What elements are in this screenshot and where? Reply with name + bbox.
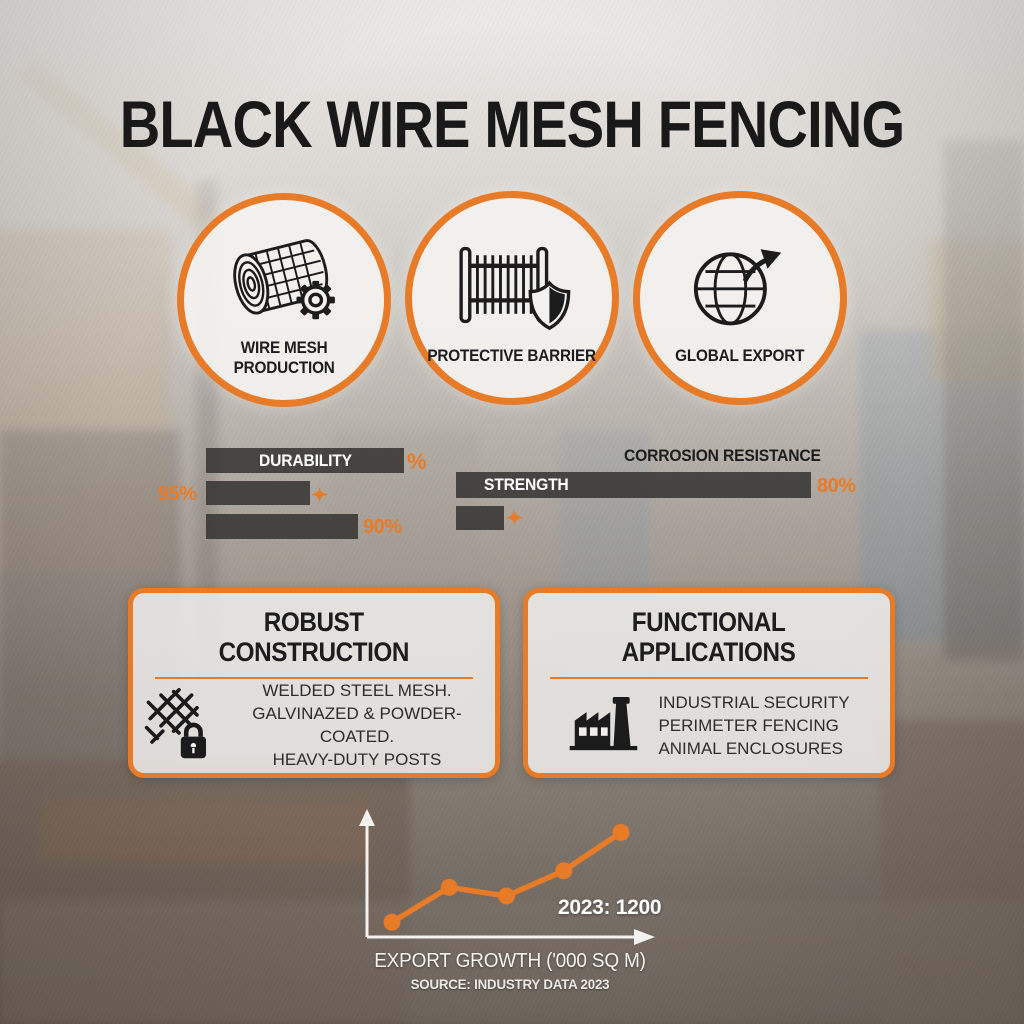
feature-label: PROTECTIVE BARRIER <box>427 345 597 365</box>
strength-value-80: 80% <box>817 475 856 497</box>
chart-x-axis-label: EXPORT GROWTH ('000 SQ M) <box>374 950 646 972</box>
globe-export-arrow-icon <box>676 237 804 338</box>
card-text: INDUSTRIAL SECURITY PERIMETER FENCING AN… <box>658 692 850 758</box>
feature-circle-wire-mesh-production: WIRE MESH PRODUCTION <box>177 193 391 407</box>
sparkle-icon <box>311 486 328 503</box>
chart-source-note: SOURCE: INDUSTRY DATA 2023 <box>410 976 610 992</box>
card-functional-applications: FUNCTIONAL APPLICATIONS <box>523 588 895 778</box>
feature-label: WIRE MESH PRODUCTION <box>233 338 335 377</box>
strength-bar: STRENGTH <box>456 472 811 498</box>
durability-label: DURABILITY <box>258 450 352 470</box>
value-bar-90 <box>206 514 358 539</box>
durability-header-bar: DURABILITY <box>206 448 404 473</box>
card-title: ROBUST CONSTRUCTION <box>218 607 410 668</box>
strength-label: STRENGTH <box>484 475 569 494</box>
percent-symbol: % <box>407 449 427 474</box>
card-divider <box>549 677 869 680</box>
card-title: FUNCTIONAL APPLICATIONS <box>622 607 796 668</box>
card-divider <box>154 677 474 680</box>
value-bar-95 <box>206 481 310 505</box>
feature-circle-global-export: GLOBAL EXPORT <box>633 191 847 405</box>
chart-annotation-2023: 2023: 1200 <box>558 896 662 919</box>
sparkle-icon <box>506 509 523 526</box>
small-bar <box>456 506 504 530</box>
mesh-roll-gear-icon <box>220 229 348 330</box>
card-robust-construction: ROBUST CONSTRUCTION <box>128 588 500 778</box>
mesh-lock-icon <box>143 687 215 765</box>
feature-label: GLOBAL EXPORT <box>675 345 805 365</box>
durability-value-90: 90% <box>363 516 402 538</box>
fence-shield-icon <box>448 237 576 338</box>
card-text: WELDED STEEL MESH. GALVINAZED & POWDER-C… <box>252 681 462 770</box>
factory-icon <box>568 690 644 763</box>
durability-value-95: 95% <box>158 483 197 505</box>
corrosion-resistance-label: CORROSION RESISTANCE <box>624 446 821 465</box>
page-title: BLACK WIRE MESH FENCING <box>119 87 905 161</box>
feature-circle-protective-barrier: PROTECTIVE BARRIER <box>405 191 619 405</box>
